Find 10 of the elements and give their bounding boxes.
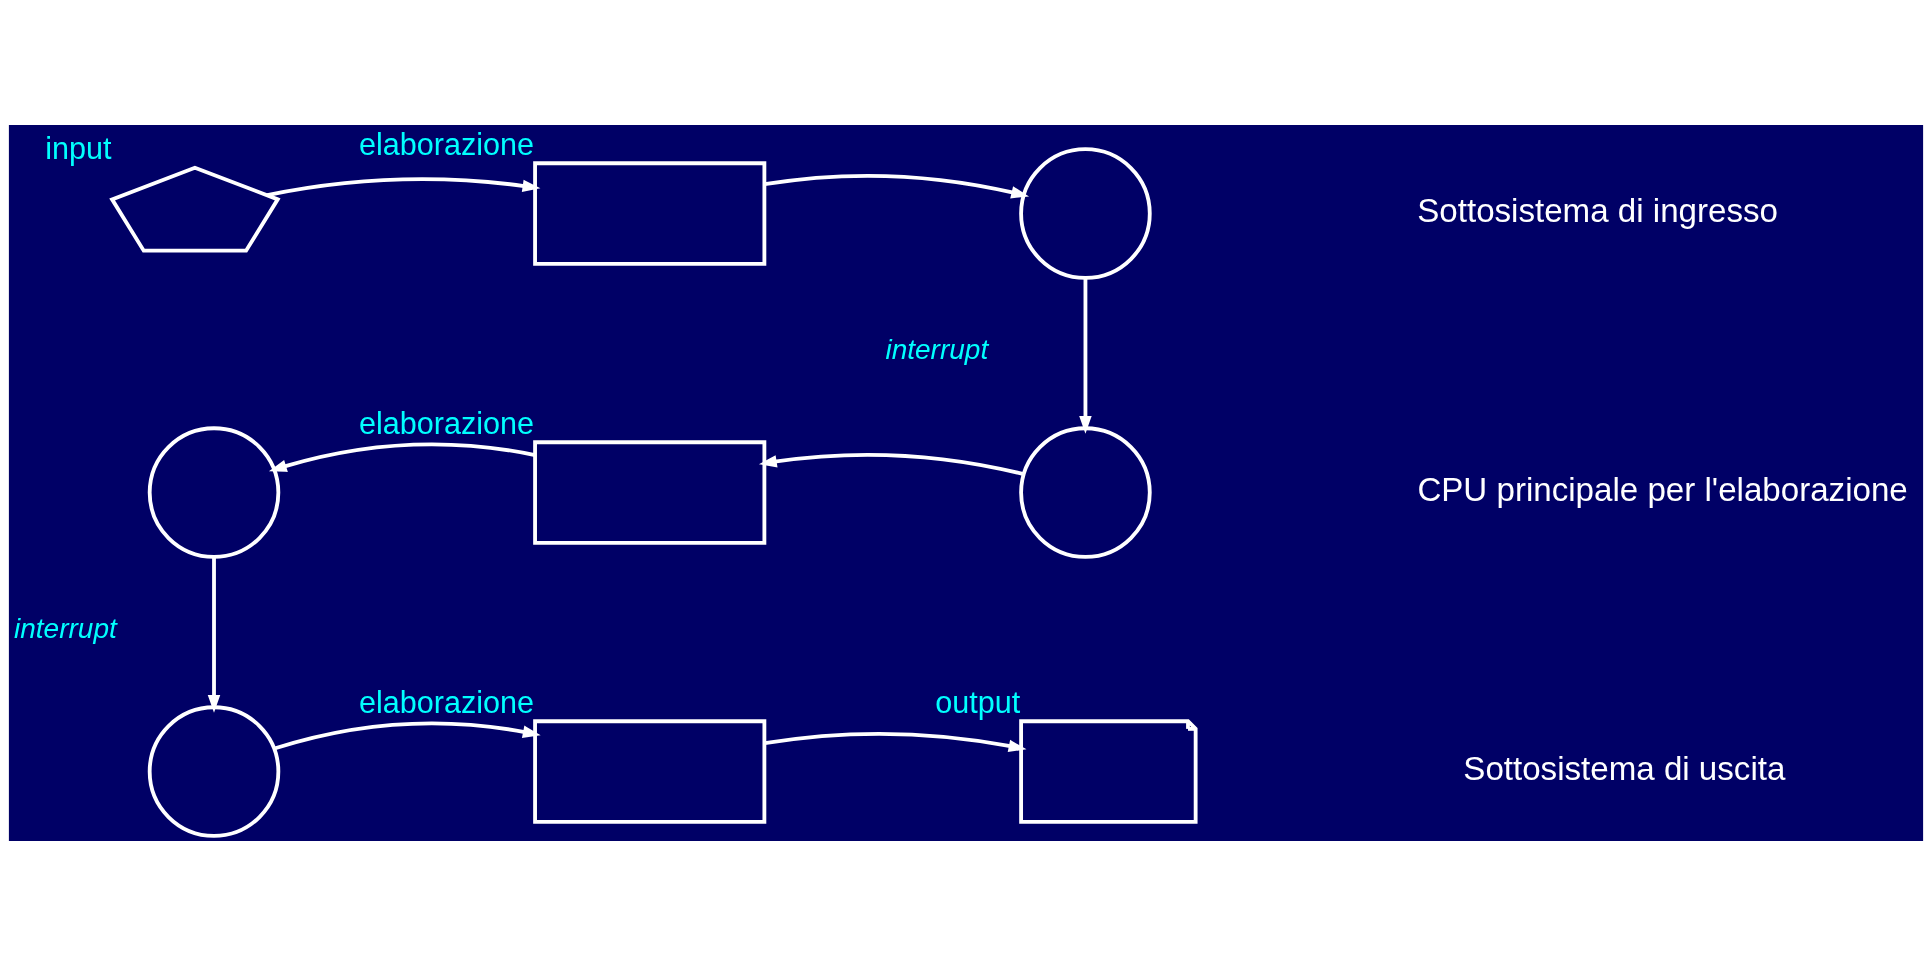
- label: Sottosistema di ingresso: [1417, 191, 1778, 229]
- label: CPU principale per l'elaborazione: [1417, 470, 1908, 508]
- label: Sottosistema di uscita: [1463, 749, 1786, 787]
- node-label: elaborazione: [359, 126, 535, 161]
- node-label: elaborazione: [359, 405, 535, 440]
- edge-label: interrupt: [885, 333, 989, 365]
- node-label: output: [935, 684, 1021, 719]
- node-label: elaborazione: [359, 684, 535, 719]
- node-label: input: [45, 131, 112, 166]
- edge-label: interrupt: [13, 612, 117, 644]
